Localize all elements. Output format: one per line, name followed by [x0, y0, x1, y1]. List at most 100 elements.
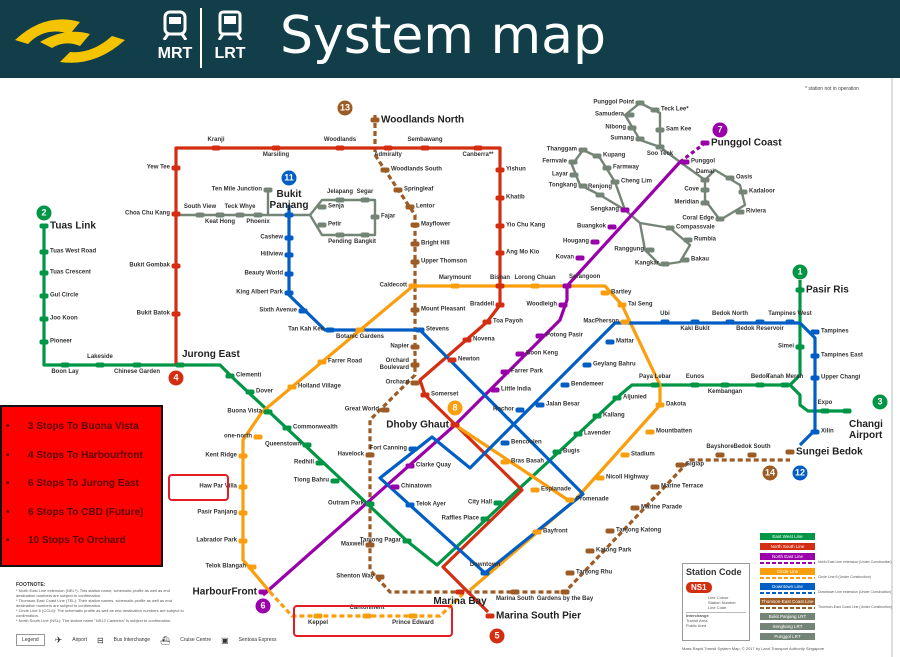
- station-marker[interactable]: [284, 271, 294, 277]
- station-marker[interactable]: [462, 337, 472, 343]
- station-marker[interactable]: [565, 497, 575, 503]
- station-marker[interactable]: [284, 212, 294, 218]
- station-marker[interactable]: [284, 252, 294, 258]
- station-marker[interactable]: [500, 459, 510, 465]
- station-marker[interactable]: [410, 362, 420, 368]
- station-marker[interactable]: [690, 382, 700, 388]
- station-marker[interactable]: [620, 452, 630, 458]
- station-marker[interactable]: [490, 387, 500, 393]
- station-marker[interactable]: [420, 392, 430, 398]
- station-marker[interactable]: [610, 179, 620, 185]
- station-marker[interactable]: [700, 177, 710, 183]
- station-marker[interactable]: [565, 570, 575, 576]
- station-marker[interactable]: [238, 453, 248, 459]
- station-marker[interactable]: [495, 250, 505, 256]
- station-marker[interactable]: [700, 200, 710, 206]
- station-marker[interactable]: [335, 145, 345, 151]
- station-marker[interactable]: [680, 257, 690, 263]
- station-marker[interactable]: [725, 319, 735, 325]
- station-marker[interactable]: [410, 222, 420, 228]
- station-marker[interactable]: [578, 183, 588, 189]
- station-marker[interactable]: [330, 478, 340, 484]
- station-marker[interactable]: [383, 145, 393, 151]
- station-marker[interactable]: [215, 212, 225, 218]
- station-marker[interactable]: [365, 501, 375, 507]
- station-marker[interactable]: [660, 319, 670, 325]
- station-marker[interactable]: [810, 329, 820, 335]
- station-marker[interactable]: [195, 212, 205, 218]
- station-marker[interactable]: [530, 283, 540, 289]
- legend-button[interactable]: Legend: [16, 634, 45, 646]
- station-marker[interactable]: [60, 362, 70, 368]
- station-marker[interactable]: [605, 339, 615, 345]
- station-marker[interactable]: [247, 564, 257, 570]
- station-marker[interactable]: [605, 528, 615, 534]
- station-marker[interactable]: [680, 159, 690, 165]
- station-marker[interactable]: [675, 462, 685, 468]
- station-marker[interactable]: [325, 327, 335, 333]
- station-marker[interactable]: [263, 409, 273, 415]
- station-marker[interactable]: [735, 209, 745, 215]
- station-marker[interactable]: [420, 145, 430, 151]
- station-marker[interactable]: [482, 319, 492, 325]
- station-marker[interactable]: [785, 319, 795, 325]
- station-marker[interactable]: [370, 117, 380, 123]
- station-marker[interactable]: [617, 302, 627, 308]
- station-marker[interactable]: [495, 167, 505, 173]
- station-marker[interactable]: [415, 327, 425, 333]
- station-marker[interactable]: [569, 172, 579, 178]
- station-marker[interactable]: [450, 422, 460, 428]
- station-marker[interactable]: [715, 452, 725, 458]
- station-marker[interactable]: [660, 261, 670, 267]
- station-marker[interactable]: [755, 319, 765, 325]
- station-marker[interactable]: [500, 440, 510, 446]
- station-marker[interactable]: [365, 452, 375, 458]
- station-marker[interactable]: [405, 502, 415, 508]
- station-marker[interactable]: [39, 249, 49, 255]
- station-marker[interactable]: [612, 395, 622, 401]
- station-marker[interactable]: [410, 307, 420, 313]
- station-marker[interactable]: [780, 382, 790, 388]
- station-marker[interactable]: [380, 167, 390, 173]
- station-marker[interactable]: [335, 232, 345, 238]
- station-marker[interactable]: [355, 327, 365, 333]
- station-marker[interactable]: [390, 484, 400, 490]
- station-marker[interactable]: [515, 351, 525, 357]
- station-marker[interactable]: [95, 362, 105, 368]
- station-marker[interactable]: [820, 408, 830, 414]
- station-marker[interactable]: [620, 319, 630, 325]
- station-marker[interactable]: [171, 211, 181, 217]
- station-marker[interactable]: [560, 589, 570, 595]
- station-marker[interactable]: [495, 283, 505, 289]
- station-marker[interactable]: [393, 187, 403, 193]
- station-marker[interactable]: [225, 373, 235, 379]
- station-marker[interactable]: [810, 353, 820, 359]
- station-marker[interactable]: [602, 165, 612, 171]
- station-marker[interactable]: [238, 538, 248, 544]
- station-marker[interactable]: [271, 145, 281, 151]
- station-marker[interactable]: [738, 189, 748, 195]
- station-marker[interactable]: [515, 407, 525, 413]
- station-marker[interactable]: [655, 144, 665, 150]
- station-marker[interactable]: [627, 125, 637, 131]
- station-marker[interactable]: [755, 382, 765, 388]
- station-marker[interactable]: [655, 402, 665, 408]
- station-marker[interactable]: [495, 223, 505, 229]
- station-marker[interactable]: [39, 223, 49, 229]
- station-marker[interactable]: [238, 510, 248, 516]
- station-marker[interactable]: [578, 147, 588, 153]
- station-marker[interactable]: [402, 538, 412, 544]
- station-marker[interactable]: [495, 302, 505, 308]
- station-marker[interactable]: [235, 212, 245, 218]
- station-marker[interactable]: [370, 214, 380, 220]
- station-marker[interactable]: [665, 225, 675, 231]
- station-marker[interactable]: [810, 375, 820, 381]
- station-marker[interactable]: [132, 362, 142, 368]
- station-marker[interactable]: [263, 187, 273, 193]
- station-marker[interactable]: [650, 107, 660, 113]
- station-marker[interactable]: [171, 263, 181, 269]
- station-marker[interactable]: [171, 165, 181, 171]
- station-marker[interactable]: [238, 484, 248, 490]
- station-marker[interactable]: [510, 589, 520, 595]
- station-marker[interactable]: [211, 145, 221, 151]
